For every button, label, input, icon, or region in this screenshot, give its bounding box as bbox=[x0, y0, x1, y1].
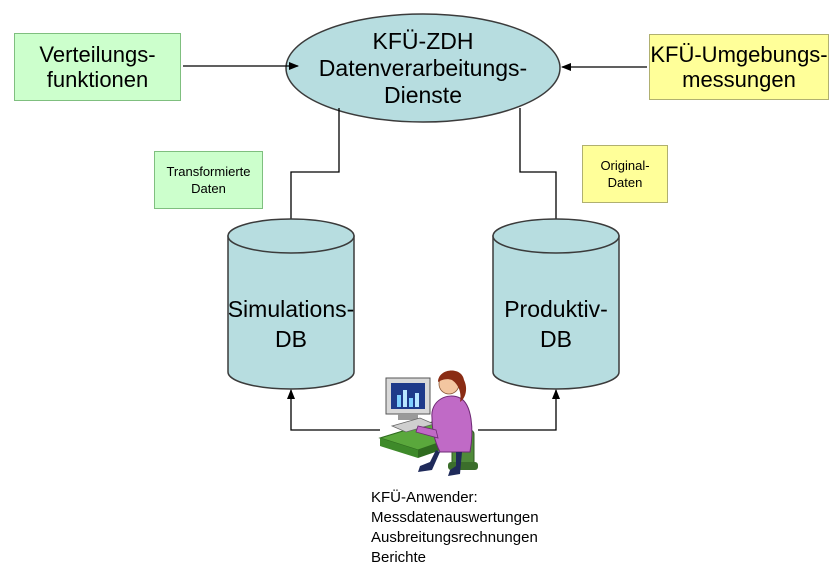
original-data-label: Original- Daten bbox=[600, 158, 650, 190]
environment-measurements-box: KFÜ-Umgebungs- messungen bbox=[649, 34, 829, 100]
original-data-box: Original- Daten bbox=[582, 145, 668, 203]
transformed-data-label: Transformierte Daten bbox=[166, 164, 251, 196]
production-db-label: Produktiv- DB bbox=[504, 296, 608, 352]
distribution-functions-box: Verteilungs- funktionen bbox=[14, 33, 181, 101]
arrow-user-to-simulation-db bbox=[287, 389, 380, 431]
user-at-computer-icon bbox=[378, 370, 478, 476]
arrow-user-to-production-db bbox=[478, 389, 560, 431]
user-caption: KFÜ-Anwender: Messdatenauswertungen Ausb… bbox=[371, 489, 539, 566]
simulation-db-cylinder bbox=[227, 218, 355, 390]
production-db-cylinder bbox=[492, 218, 620, 390]
simulation-db-label: Simulations- DB bbox=[227, 296, 355, 352]
transformed-data-box: Transformierte Daten bbox=[154, 151, 263, 209]
processing-label: KFÜ-ZDH Datenverarbeitungs- Dienste bbox=[318, 28, 528, 108]
environment-measurements-label: KFÜ-Umgebungs- messungen bbox=[650, 42, 828, 92]
processing-ellipse bbox=[285, 13, 561, 123]
distribution-functions-label: Verteilungs- funktionen bbox=[39, 42, 156, 92]
